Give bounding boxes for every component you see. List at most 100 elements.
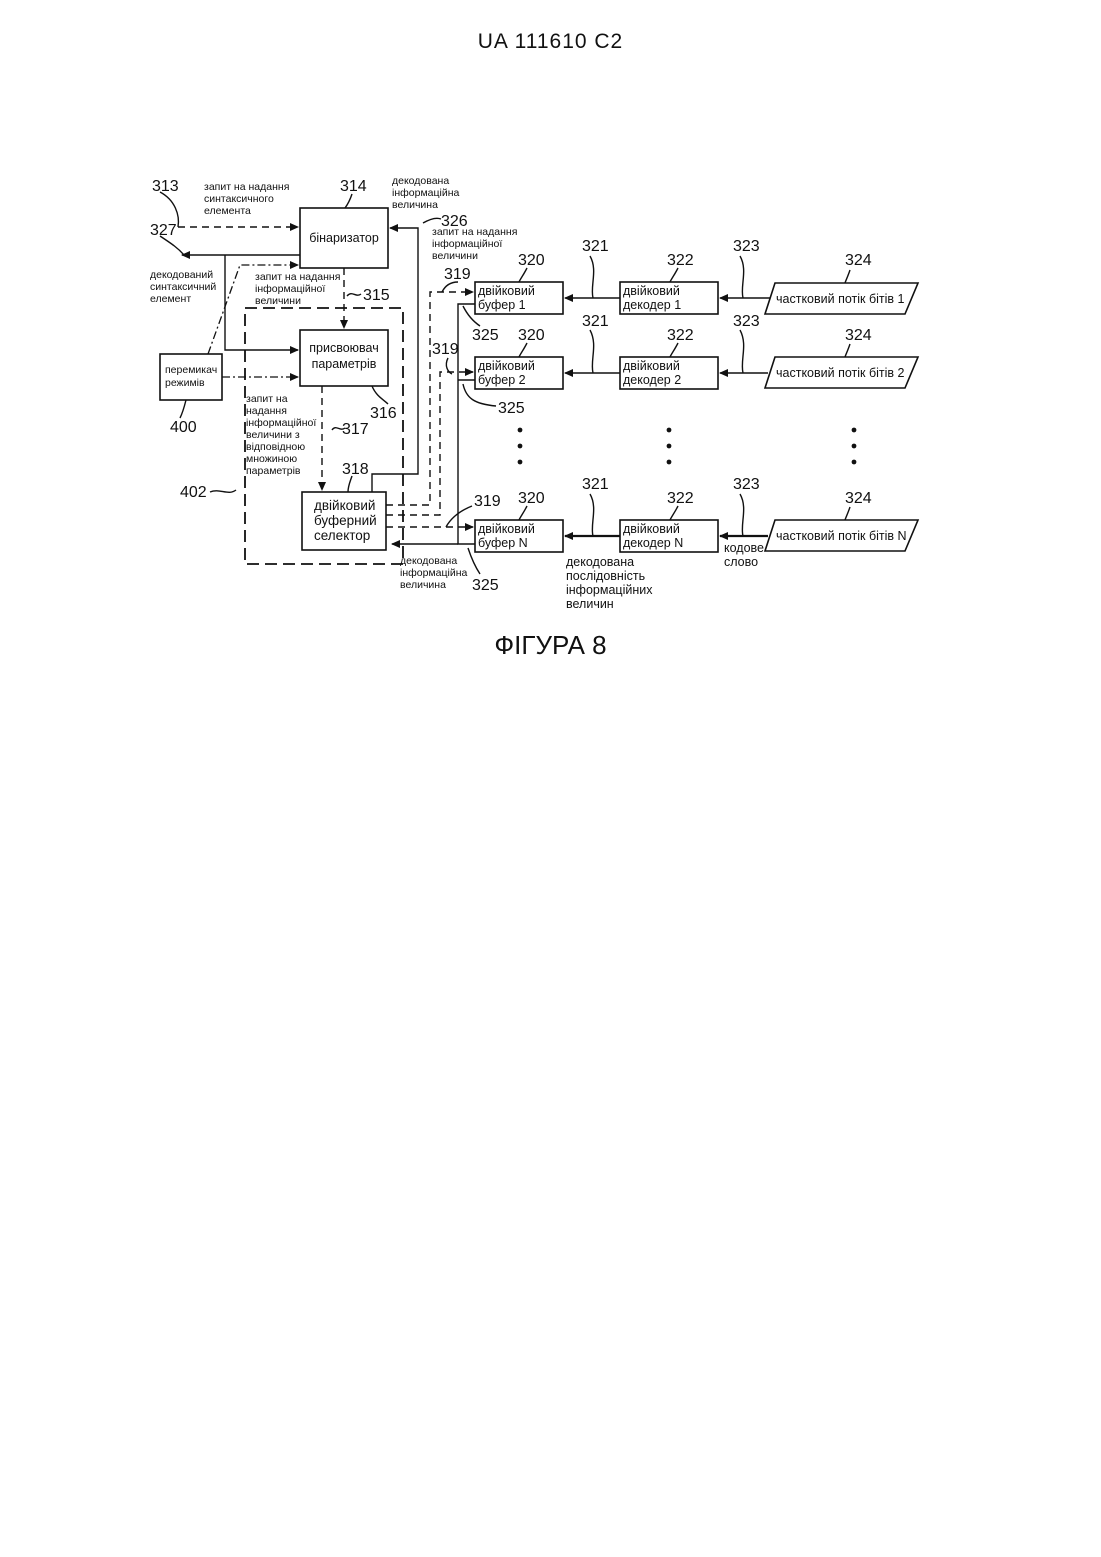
ref-319a: 319 (444, 266, 471, 283)
ref-320c: 320 (518, 490, 545, 507)
leader-321c (590, 494, 594, 536)
stream-2-label: частковий потік бітів 2 (776, 366, 905, 380)
mode-switch-label-1: перемикач (165, 364, 217, 376)
param-assigner-label-1: присвоювач (309, 341, 378, 355)
leader-320c (519, 506, 527, 520)
leader-318 (348, 476, 352, 492)
ref-321c: 321 (582, 476, 609, 493)
ref-321a: 321 (582, 238, 609, 255)
leader-323c (740, 494, 744, 536)
dec-seq-3: інформаційних (566, 583, 653, 597)
mode-switch-label-2: режимів (165, 377, 205, 389)
req-info-326-3: величини (432, 250, 478, 262)
dec-info-top-1: декодована (392, 175, 449, 187)
leader-323b (740, 330, 744, 373)
ref-322a: 322 (667, 252, 694, 269)
ref-320b: 320 (518, 327, 545, 344)
ref-323b: 323 (733, 313, 760, 330)
binarizer-label: бінаризатор (309, 231, 379, 245)
leader-316 (372, 386, 388, 404)
ref-322b: 322 (667, 327, 694, 344)
ref-325c: 325 (472, 577, 499, 594)
ellipsis-dots (518, 428, 857, 465)
req-info-326-2: інформаційної (432, 238, 502, 250)
req-info-mid-2: інформаційної (255, 283, 325, 295)
dec-info-top-3: величина (392, 199, 438, 211)
decoder-1-label-2: декодер 1 (623, 298, 681, 312)
ref-324a: 324 (845, 252, 872, 269)
decoder-n-label-1: двійковий (623, 522, 680, 536)
ref-327: 327 (150, 222, 177, 239)
codeword-1: кодове (724, 541, 764, 555)
ref-318: 318 (342, 461, 369, 478)
leader-320a (519, 268, 527, 282)
leader-326 (423, 218, 441, 223)
buffer-n-label-1: двійковий (478, 522, 535, 536)
leader-324b (845, 344, 850, 357)
req-info-mid-1: запит на надання (255, 271, 340, 283)
selector-label-3: селектор (314, 528, 370, 543)
ref-323a: 323 (733, 238, 760, 255)
dec-seq-4: величин (566, 597, 614, 611)
ref-317: 317 (342, 421, 369, 438)
ref-324b: 324 (845, 327, 872, 344)
ref-325b: 325 (498, 400, 525, 417)
req-param-1: запит на (246, 393, 288, 405)
buffer-1-label-2: буфер 1 (478, 298, 526, 312)
ref-316: 316 (370, 405, 397, 422)
ref-314: 314 (340, 178, 367, 195)
ref-325a: 325 (472, 327, 499, 344)
dec-info-bot-2: інформаційна (400, 567, 468, 579)
dec-info-bot-1: декодована (400, 555, 457, 567)
dec-info-bot-3: величина (400, 579, 446, 591)
dec-info-top-2: інформаційна (392, 187, 460, 199)
leader-319a (442, 282, 458, 292)
ref-322c: 322 (667, 490, 694, 507)
ref-321b: 321 (582, 313, 609, 330)
dash-to-buffer-1 (386, 292, 473, 505)
req-param-2: надання (246, 405, 287, 417)
ref-323c: 323 (733, 476, 760, 493)
leader-319c (446, 506, 472, 527)
dec-syntax-1: декодований (150, 269, 213, 281)
leader-322b (670, 343, 678, 357)
req-param-6: множиною (246, 453, 297, 465)
selector-label-2: буферний (314, 513, 377, 528)
decoder-1-label-1: двійковий (623, 284, 680, 298)
leader-402 (210, 490, 236, 492)
ref-319b: 319 (432, 341, 459, 358)
req-info-mid-3: величини (255, 295, 301, 307)
req-param-5: відповідною (246, 441, 305, 453)
leader-324c (845, 507, 850, 520)
ref-313: 313 (152, 178, 179, 195)
dec-seq-1: декодована (566, 555, 634, 569)
buffer-2-label-2: буфер 2 (478, 373, 526, 387)
req-param-4: величини з (246, 429, 300, 441)
ref-315: 315 (363, 287, 390, 304)
decoder-n-label-2: декодер N (623, 536, 683, 550)
leader-324a (845, 270, 850, 283)
leader-400 (180, 400, 186, 418)
dec-syntax-2: синтаксичний (150, 281, 216, 293)
codeword-2: слово (724, 555, 758, 569)
req-param-3: інформаційної (246, 417, 316, 429)
decoder-2-label-2: декодер 2 (623, 373, 681, 387)
req-syntax-1: запит на надання (204, 181, 289, 193)
buffer-1-label-1: двійковий (478, 284, 535, 298)
stream-n-label: частковий потік бітів N (776, 529, 907, 543)
leader-321b (590, 330, 594, 373)
figure-caption: ФІГУРА 8 (0, 630, 1101, 661)
selector-label-1: двійковий (314, 498, 375, 513)
dec-syntax-3: елемент (150, 293, 191, 305)
leader-315 (347, 294, 361, 296)
ref-326: 326 (441, 213, 468, 230)
ref-319c: 319 (474, 493, 501, 510)
buffer-n-label-2: буфер N (478, 536, 528, 550)
param-assigner-label-2: параметрів (312, 357, 377, 371)
leader-321a (590, 256, 594, 298)
buffer-2-label-1: двійковий (478, 359, 535, 373)
leader-322a (670, 268, 678, 282)
req-syntax-2: синтаксичного (204, 193, 274, 205)
leader-314 (345, 194, 352, 208)
